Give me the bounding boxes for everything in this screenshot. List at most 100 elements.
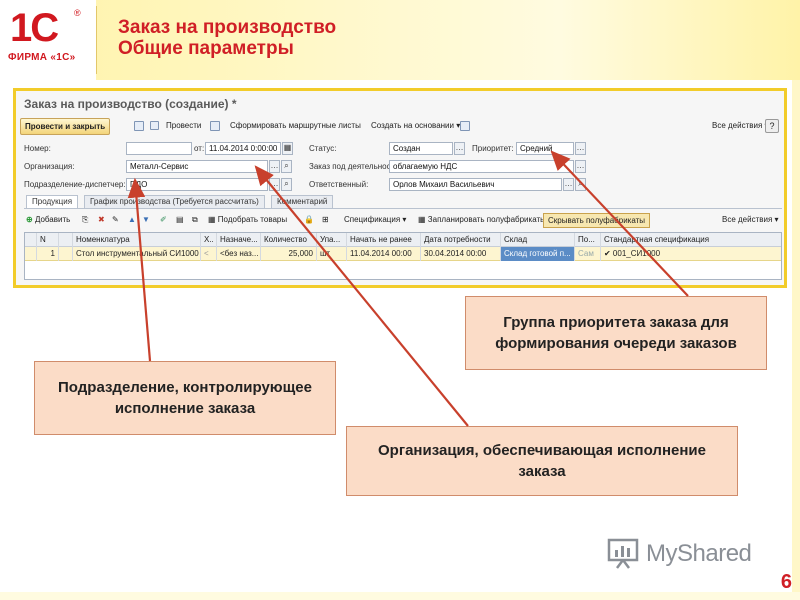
status-label: Статус: [309, 144, 337, 153]
copy-row-icon[interactable]: ⎘ [82, 215, 89, 224]
responsible-search-icon[interactable]: ⌕ [575, 178, 586, 191]
tab-production-schedule[interactable]: График производства (Требуется рассчитат… [84, 195, 265, 208]
row-icon-cell [25, 247, 37, 261]
move-up-icon[interactable]: ▲ [128, 215, 136, 224]
table-cell[interactable]: шт [317, 247, 347, 261]
specification-menu[interactable]: Спецификация ▾ [344, 215, 407, 224]
delete-row-icon[interactable]: ✖ [98, 215, 105, 224]
column-header[interactable]: Назначе... [217, 233, 261, 247]
organization-search-icon[interactable]: ⌕ [281, 160, 292, 173]
form-title: Заказ на производство (создание) * [24, 97, 237, 111]
slide-header: 1С ® ФИРМА «1С» Заказ на производство Об… [0, 0, 800, 80]
order-form-window: Заказ на производство (создание) * Прове… [13, 88, 787, 288]
priority-field[interactable]: Средний [516, 142, 574, 155]
status-field[interactable]: Создан [389, 142, 453, 155]
add-icon: ⊕ [26, 215, 33, 224]
responsible-field[interactable]: Орлов Михаил Васильевич [389, 178, 562, 191]
column-header[interactable]: Х.. [201, 233, 217, 247]
document-icon[interactable] [210, 121, 220, 131]
save-icon[interactable] [134, 121, 144, 131]
organization-field[interactable]: Металл-Сервис [126, 160, 268, 173]
table-cell[interactable]: 25,000 [261, 247, 317, 261]
edit-row-icon[interactable]: ✎ [112, 215, 119, 224]
order-activity-label: Заказ под деятельность: [309, 162, 401, 171]
table-cell[interactable]: 1 [37, 247, 59, 261]
pick-goods-label: Подобрать товары [217, 215, 288, 224]
hide-semis-toggle[interactable]: Скрывать полуфабрикаты [543, 213, 651, 228]
post-button[interactable]: Провести [150, 118, 205, 135]
plan-semis-label: Запланировать полуфабрикаты [427, 215, 546, 224]
plan-semis-button[interactable]: ▦ Запланировать полуфабрикаты [416, 213, 548, 228]
table-cell[interactable]: ✔ 001_СИ1000 [604, 249, 661, 258]
copy-icon[interactable]: ⧉ [192, 215, 198, 224]
department-field[interactable]: ПДО [126, 178, 268, 191]
department-search-icon[interactable]: ⌕ [281, 178, 292, 191]
table-cell[interactable]: <без наз... [217, 247, 261, 261]
unlock-icon[interactable]: ⊞ [322, 215, 329, 224]
column-header[interactable]: По... [575, 233, 601, 247]
table-cell[interactable]: 30.04.2014 00:00 [421, 247, 501, 261]
number-field[interactable] [126, 142, 192, 155]
pencil-icon[interactable]: ✐ [160, 215, 167, 224]
tab-products[interactable]: Продукция [26, 195, 79, 208]
department-select-button[interactable]: … [269, 178, 280, 191]
all-actions-menu[interactable]: Все действия ▾ [712, 121, 769, 130]
column-header[interactable]: Дата потребности [421, 233, 501, 247]
column-header[interactable]: Количество [261, 233, 317, 247]
column-header[interactable]: Номенклатура [73, 233, 201, 247]
order-activity-field[interactable]: облагаемую НДС [389, 160, 574, 173]
table-row[interactable]: 1 Стол инструментальный СИ1000 < <без на… [25, 247, 781, 261]
post-icon [150, 121, 159, 130]
callout-organization: Организация, обеспечивающая исполнение з… [346, 426, 738, 496]
help-icon[interactable]: ? [765, 119, 779, 133]
form-toolbar: Провести и закрыть Провести Сформировать… [20, 117, 780, 137]
lock-icon[interactable]: 🔒 [304, 215, 314, 224]
routing-sheets-button[interactable]: Сформировать маршрутные листы [230, 121, 361, 130]
tab-divider [24, 208, 782, 209]
department-label: Подразделение-диспетчер: [24, 180, 126, 189]
slide-title: Заказ на производство Общие параметры [118, 17, 336, 59]
slide-bottom-border [0, 592, 800, 600]
grid-toolbar: ⊕ Добавить ⎘ ✖ ✎ ▲ ▼ ✐ ▤ ⧉ ▦ Подобрать т… [24, 212, 782, 229]
column-header[interactable]: Упа... [317, 233, 347, 247]
organization-select-button[interactable]: … [269, 160, 280, 173]
table-cell[interactable]: Стол инструментальный СИ1000 [73, 247, 201, 261]
move-down-icon[interactable]: ▼ [142, 215, 150, 224]
organization-label: Организация: [24, 162, 75, 171]
callout-priority: Группа приоритета заказа для формировани… [465, 296, 767, 370]
add-row-button[interactable]: ⊕ Добавить [24, 213, 72, 228]
post-and-close-button[interactable]: Провести и закрыть [20, 118, 111, 135]
create-based-on-menu[interactable]: Создать на основании ▾ [371, 121, 461, 130]
watermark-text: MyShared [646, 540, 752, 567]
status-select-button[interactable]: … [454, 142, 465, 155]
table-cell[interactable]: 11.04.2014 00:00 [347, 247, 421, 261]
slide-title-line1: Заказ на производство [118, 17, 337, 38]
logo-company-name: ФИРМА «1С» [8, 52, 76, 63]
fill-icon[interactable]: ▤ [176, 215, 184, 224]
order-activity-select-button[interactable]: … [575, 160, 586, 173]
column-header[interactable]: Склад [501, 233, 575, 247]
priority-select-button[interactable]: … [575, 142, 586, 155]
from-date-label: от: [194, 144, 205, 153]
post-button-label: Провести [166, 121, 202, 130]
calendar-icon[interactable]: ▦ [282, 142, 293, 155]
column-header[interactable]: N [37, 233, 59, 247]
tab-comment[interactable]: Комментарий [271, 195, 334, 208]
table-cell[interactable]: Склад готовой п... [501, 247, 575, 261]
reports-icon[interactable] [460, 121, 470, 131]
slide-title-line2: Общие параметры [118, 38, 294, 59]
pick-goods-button[interactable]: ▦ Подобрать товары [206, 213, 289, 228]
priority-label: Приоритет: [472, 144, 514, 153]
column-header[interactable]: Начать не ранее [347, 233, 421, 247]
slide-number: 6 [780, 571, 792, 593]
header-divider [96, 6, 97, 74]
table-header: N Номенклатура Х.. Назначе... Количество… [25, 233, 781, 247]
from-date-field[interactable]: 11.04.2014 0:00:00 [205, 142, 281, 155]
grid-all-actions-menu[interactable]: Все действия ▾ [722, 215, 779, 224]
responsible-select-button[interactable]: … [563, 178, 574, 191]
row-flag-cell [59, 247, 73, 261]
table-cell[interactable]: < [201, 247, 217, 261]
column-header[interactable]: Стандартная спецификация [604, 235, 710, 244]
table-cell[interactable]: Сам [575, 247, 601, 261]
plan-semis-icon: ▦ [418, 215, 426, 224]
